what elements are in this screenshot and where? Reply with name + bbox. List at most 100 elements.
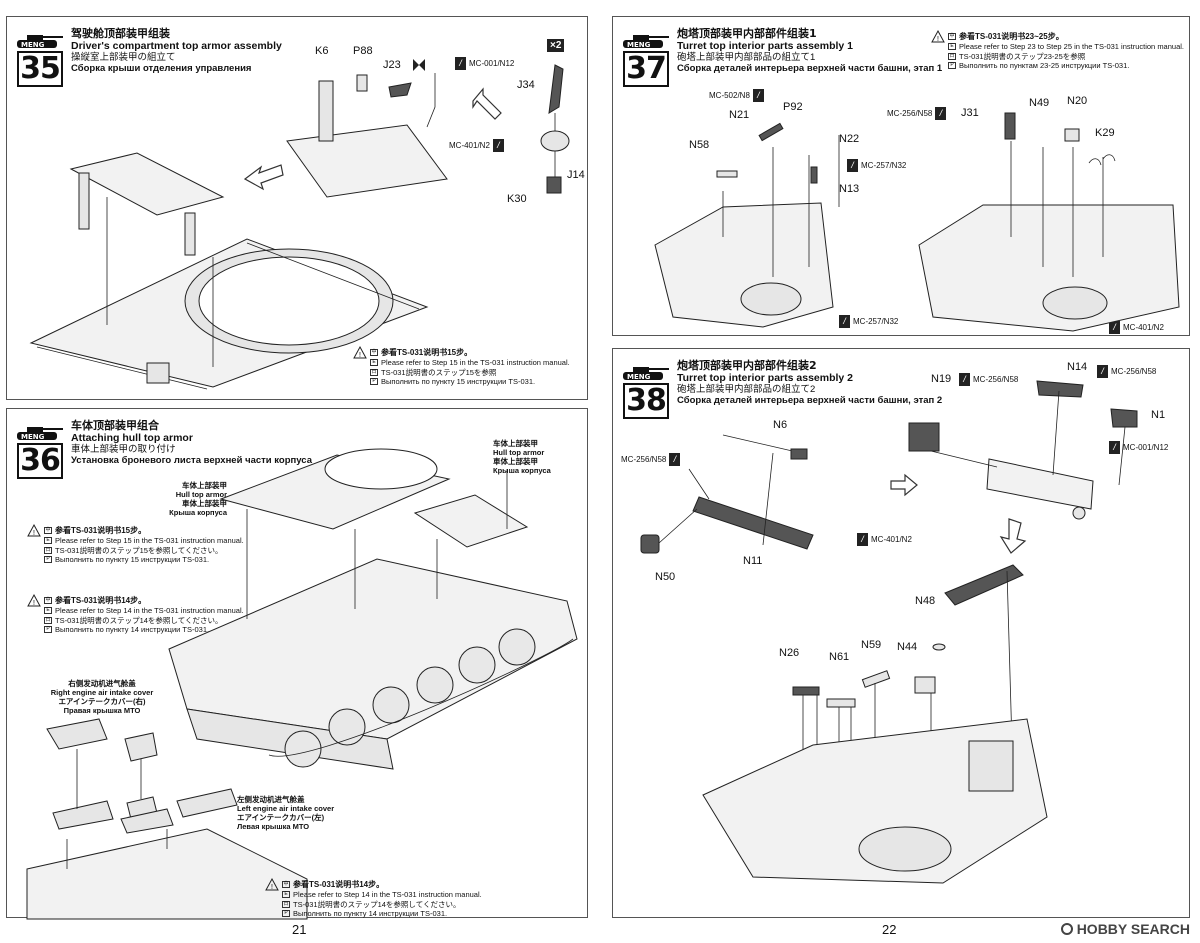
color-code-label: MC-257/N32 [853, 317, 899, 326]
quantity-badge: ×2 [547, 39, 565, 52]
en-flag-icon: E [370, 359, 378, 367]
step-38-badge: MENG 38 [619, 363, 671, 421]
en-flag-icon: E [948, 43, 956, 51]
title-ru: Сборка крыши отделения управления [71, 63, 252, 74]
tank-logo-icon: MENG [623, 35, 669, 49]
page-number-right: 22 [882, 922, 897, 937]
part-label: N48 [915, 595, 936, 607]
color-code-label: MC-257/N32 [861, 161, 907, 170]
paint-swatch-icon: / [839, 315, 850, 328]
callout-ru: Правая крышка МТО [63, 706, 141, 715]
note-jp: TS-031説明書のステップ15を参照してください。 [55, 545, 223, 555]
color-code-label: MC-502/N8 [709, 91, 750, 100]
tank-logo-icon: MENG [17, 35, 63, 49]
color-code: /MC-256/N58 [1097, 365, 1156, 378]
part-label: J23 [383, 59, 401, 71]
en-flag-icon: E [282, 891, 290, 899]
paint-swatch-icon: / [669, 453, 681, 466]
paint-swatch-icon: / [959, 373, 970, 386]
step-number: 36 [17, 443, 63, 479]
warning-icon: ! [27, 593, 41, 607]
callout-jp: エアインテークカバー(左) [237, 813, 325, 822]
part-label: N13 [839, 183, 860, 195]
svg-text:!: ! [271, 884, 273, 891]
jp-flag-icon: 日 [44, 546, 52, 554]
warning-icon: ! [931, 29, 945, 43]
color-code-label: MC-256/N58 [621, 455, 667, 464]
note-jp: TS-031説明書のステップ14を参照してください。 [55, 615, 223, 625]
page-right: MENG 37 炮塔顶部装甲内部部件组装1 Turret top interio… [600, 0, 1200, 943]
hull-deck-drawing [29, 64, 570, 390]
part-label: J31 [961, 107, 979, 119]
step-35-badge: MENG 35 [13, 31, 65, 89]
note-cn: 参看TS-031说明书15步。 [55, 525, 147, 535]
callout-jp: 車体上部装甲 [182, 499, 227, 508]
title-ru: Сборка деталей интерьера верхней части б… [677, 63, 943, 74]
jp-flag-icon: 日 [44, 616, 52, 624]
part-label: N22 [839, 133, 860, 145]
ru-flag-icon: Р [948, 62, 956, 70]
jp-flag-icon: 日 [948, 52, 956, 60]
paint-swatch-icon: / [455, 57, 466, 70]
part-label: N11 [743, 555, 763, 567]
callout-en: Left engine air intake cover [237, 804, 335, 813]
callout-hull-top-armor: 车体上部装甲 Hull top armor 車体上部装甲 Крыша корпу… [137, 481, 227, 517]
title-cn: 炮塔顶部装甲内部部件组装2 [677, 359, 817, 372]
cn-flag-icon: 中 [948, 33, 956, 40]
note-jp: TS-031説明書のステップ15を参照 [381, 367, 497, 377]
ru-flag-icon: Р [44, 626, 52, 634]
part-label: K29 [1095, 127, 1115, 139]
note-cn: 参看TS-031说明书23~25步。 [959, 31, 1064, 41]
part-label: N20 [1067, 95, 1088, 107]
part-label: N6 [773, 419, 788, 431]
paint-swatch-icon: / [1109, 441, 1120, 454]
callout-en: Right engine air intake cover [50, 688, 154, 697]
warning-icon: ! [27, 523, 41, 537]
part-label: N49 [1029, 97, 1050, 109]
note-en: Please refer to Step 23 to Step 25 in th… [959, 42, 1184, 51]
note-en: Please refer to Step 14 in the TS-031 in… [293, 890, 482, 899]
note-en: Please refer to Step 15 in the TS-031 in… [381, 358, 570, 367]
part-label: N61 [829, 651, 850, 663]
page-number-left: 21 [292, 922, 307, 937]
step-36-badge: MENG 36 [13, 423, 65, 481]
title-jp: 砲塔上部装甲内部部品の組立て2 [677, 384, 816, 395]
cn-flag-icon: 中 [44, 597, 52, 604]
part-label: N58 [689, 139, 710, 151]
color-code-label: MC-401/N2 [871, 535, 912, 544]
note-ru: Выполнить по пунктам 23-25 инструкции TS… [959, 61, 1130, 70]
color-code: MC-256/N58/ [621, 453, 681, 466]
note-en: Please refer to Step 15 in the TS-031 in… [55, 536, 244, 545]
note-ru: Выполнить по пункту 14 инструкции TS-031… [55, 625, 210, 634]
part-label: N19 [931, 373, 952, 385]
step-35-titles: 驾驶舱顶部装甲组装 Driver's compartment top armor… [71, 27, 282, 74]
part-label: K30 [507, 193, 527, 205]
ru-flag-icon: Р [282, 910, 290, 918]
color-code: /MC-257/N32 [839, 315, 898, 328]
note-ru: Выполнить по пункту 14 инструкции TS-031… [293, 909, 448, 918]
color-code: /MC-256/N58 [959, 373, 1018, 386]
paint-swatch-icon: / [1109, 321, 1120, 334]
color-code: /MC-401/N2 [1109, 321, 1164, 334]
title-ru: Установка броневого листа верхней части … [71, 455, 312, 466]
cn-flag-icon: 中 [44, 527, 52, 534]
cn-flag-icon: 中 [370, 349, 378, 356]
tank-logo-icon: MENG [17, 427, 63, 441]
step-35-panel: MENG 35 驾驶舱顶部装甲组装 Driver's compartment t… [6, 16, 588, 400]
brand-logo-text: MENG [627, 41, 651, 49]
title-jp: 車体上部装甲の取り付け [71, 444, 176, 455]
page-left: MENG 35 驾驶舱顶部装甲组装 Driver's compartment t… [6, 16, 588, 937]
en-flag-icon: E [44, 607, 52, 615]
watermark: HOBBY SEARCH [1060, 921, 1190, 937]
note-ru: Выполнить по пункту 15 инструкции TS-031… [55, 555, 210, 564]
svg-text:!: ! [33, 530, 35, 537]
svg-text:!: ! [33, 600, 35, 607]
color-code: /MC-401/N2 [857, 533, 912, 546]
note-cn: 参看TS-031说明书14步。 [293, 879, 385, 889]
title-jp: 砲塔上部装甲内部部品の組立て1 [677, 52, 816, 63]
brand-logo-text: MENG [627, 373, 651, 381]
color-code: /MC-257/N32 [847, 159, 906, 172]
